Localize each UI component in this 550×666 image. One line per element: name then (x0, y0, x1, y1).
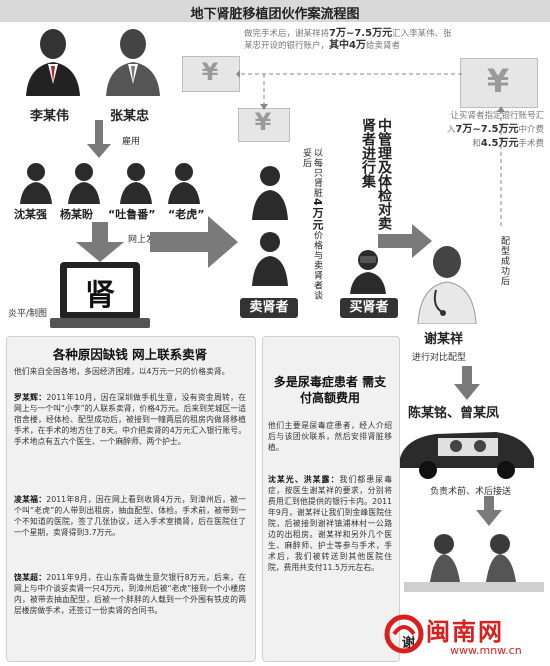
diagram-title: 地下肾脏移植团伙作案流程图 (190, 7, 360, 22)
money-box-top (182, 56, 240, 92)
worker-name-4: “老虎” (168, 208, 205, 221)
buyer-story-heading: 多是尿毒症患者 需支付高额费用 (273, 375, 387, 405)
yen-icon-right: ¥ (486, 62, 510, 100)
seller-story-intro: 他们来自全国各地，多因经济困难，以4万元一只的价格卖肾。 (14, 367, 230, 376)
car-figure (396, 418, 538, 480)
keyboard-icon (50, 318, 150, 328)
buyer-case-1-text: 我们都患尿毒症，按医生谢某祥的要求，分别将费用汇到他提供的银行卡内。2011年9… (268, 475, 393, 572)
sellers-figures (242, 160, 298, 290)
person-li-figure (18, 24, 88, 96)
seller-case-3-name: 饶某超： (14, 573, 47, 582)
doctor-action: 进行对比配型 (412, 353, 467, 363)
buyer-case-1: 沈某光、洪某露：我们都患尿毒症，按医生谢某祥的要求，分别将费用汇到他提供的银行卡… (268, 474, 392, 573)
arrow-to-sellers (150, 212, 240, 272)
seller-story-panel (6, 336, 256, 662)
employ-label: 雇用 (122, 137, 141, 147)
seller-case-3: 饶某超：2011年9月，在山东青岛做生意欠银行8万元，后来，在网上与中介谈妥卖肾… (14, 572, 246, 616)
transfer-note-p1: 做完手术后，谢某祥将 (244, 29, 330, 39)
credit-label: 炎平/制图 (8, 309, 48, 319)
worker-name-3: “吐鲁番” (108, 208, 156, 221)
seller-case-3-text: 2011年9月，在山东青岛做生意欠银行8万元，后来，在网上与中介谈妥卖肾一只4万… (14, 573, 247, 615)
transfer-note: 做完手术后，谢某祥将7万~7.5万元汇入李某伟、张某忠开设的银行账户，其中4万给… (244, 28, 454, 52)
seller-case-1: 罗某辉：2011年10月，因在深圳做手机生意，没有资金周转，在网上与一个叫“小李… (14, 392, 246, 447)
seller-story-heading: 各种原因缺钱 网上联系卖肾 (52, 347, 208, 362)
surgeons-names: 陈某铭、曾某凤 (408, 406, 500, 421)
person-li-name: 李某伟 (30, 109, 70, 124)
post-arrow (70, 222, 130, 262)
person-zhang-figure (98, 24, 168, 96)
arrow-to-doctor (378, 222, 434, 262)
money-box-right (460, 58, 538, 108)
price-text: 以每只肾脏4万元价格与卖肾者谈妥后 (300, 148, 324, 308)
seller-case-1-text: 2011年10月，因在深圳做手机生意，没有资金周转，在网上与一个叫“小李”的人联… (14, 393, 246, 446)
price-text-amount: 4万元 (311, 198, 324, 231)
buyer-figure (340, 248, 396, 294)
buyer-fee-p1: 让买肾者指定银行账号汇入 (446, 111, 544, 135)
match-success-text: 配型成功后 (499, 236, 509, 286)
surgery-figure (404, 526, 544, 606)
transfer-note-p3: 其中4万 (329, 40, 366, 51)
arrow-to-surgeons (452, 366, 482, 400)
transfer-note-p4: 给卖肾者 (365, 41, 400, 51)
yen-icon-mid: ¥ (254, 108, 272, 136)
title-bar (0, 0, 550, 22)
workers-figures (8, 160, 208, 204)
seller-case-2: 凌某福：2011年8月，因在网上看到收肾4万元，到漳州后，被一个叫“老虎”的人带… (14, 494, 246, 538)
arrow-to-surgery (474, 496, 504, 526)
price-text-p2: 价格与卖肾者谈妥后 (301, 148, 322, 301)
buyer-fee-note: 让买肾者指定银行账号汇入7万~7.5万元中介费和4.5万元手术费 (444, 110, 544, 151)
doctor-name: 谢某祥 (424, 332, 464, 347)
transfer-note-amount: 7万~7.5万元 (329, 28, 393, 39)
seller-tag: 卖肾者 (240, 298, 298, 318)
buyer-case-1-name: 沈某光、洪某露： (268, 475, 340, 484)
person-zhang-name: 张某忠 (110, 109, 150, 124)
watermark-logo: 闽南网 www.mnw.cn (384, 612, 544, 662)
seller-case-2-name: 凌某福： (14, 495, 47, 504)
management-text: 中管理及体检对卖肾者进行集 (360, 118, 392, 230)
kidney-char: 肾 (85, 278, 115, 313)
doctor-figure (412, 242, 482, 325)
surgeon-action: 负责术前、术后接送 (430, 487, 512, 497)
price-text-p1: 以每只肾脏 (312, 148, 322, 198)
seller-case-1-name: 罗某辉： (14, 393, 47, 402)
money-flow-lines (236, 60, 466, 110)
buyer-fee-amount1: 7万~7.5万元 (455, 124, 519, 135)
buyer-fee-amount2: 4.5万元 (480, 138, 519, 149)
buyer-story-intro: 他们主要是尿毒症患者，经人介绍后与该团伙联系，然后安排肾脏移植。 (268, 421, 392, 452)
buyer-fee-p3: 手术费 (518, 139, 544, 149)
worker-name-1: 沈某强 (14, 208, 47, 221)
yen-icon-top: ¥ (201, 58, 219, 86)
transfer-note-p2: 汇入李某伟、张某忠开设的银行账户， (244, 29, 452, 51)
buyer-fee-p2: 中介费和 (472, 125, 544, 149)
computer-screen (67, 268, 133, 312)
watermark-logo-text: 闽南网 (426, 618, 504, 646)
money-box-mid (238, 108, 290, 142)
buyer-tag: 买肾者 (340, 298, 398, 318)
buyer-story-panel (262, 336, 400, 662)
money-flow-right (496, 106, 506, 226)
seller-case-2-text: 2011年8月，因在网上看到收肾4万元，到漳州后，被一个叫“老虎”的人带到出租房… (14, 495, 247, 537)
employ-arrow (84, 120, 114, 160)
worker-name-2: 杨某盼 (60, 208, 93, 221)
watermark-url: www.mnw.cn (450, 644, 522, 657)
